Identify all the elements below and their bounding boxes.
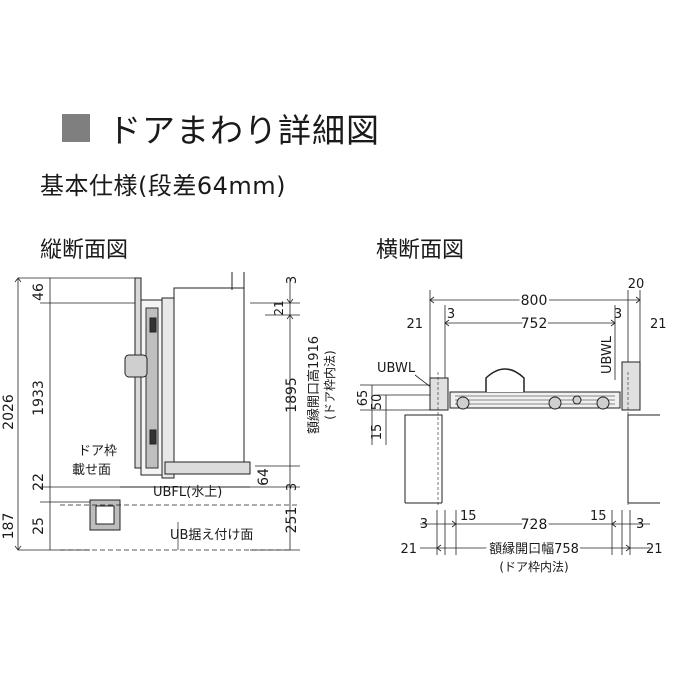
opening-height-label: 額縁開口高1916 <box>306 336 322 434</box>
dim-22: 22 <box>31 473 47 491</box>
vertical-right-dimensions <box>250 278 300 551</box>
ubwl-left-label: UBWL <box>377 361 416 376</box>
dim-251: 251 <box>284 507 300 534</box>
page-title: ドアまわり詳細図 <box>108 111 380 150</box>
frame-label-line1: ドア枠 <box>78 444 117 459</box>
ubwl-right-label: UBWL <box>600 335 615 374</box>
opening-width-label: 額縁開口幅758 <box>489 541 579 557</box>
dim-728: 728 <box>521 517 548 533</box>
dim-h-15: 15 <box>370 424 385 441</box>
frame-label-line2: 載せ面 <box>72 463 111 478</box>
page-subtitle: 基本仕様(段差64mm) <box>40 172 287 200</box>
horizontal-section: 800 20 21 3 752 3 21 UBWL UBWL 65 50 15 <box>356 277 667 574</box>
horizontal-side-dimensions <box>360 384 440 445</box>
dim-v-21: 21 <box>272 300 286 315</box>
dim-187: 187 <box>1 513 17 540</box>
dim-25: 25 <box>31 517 47 535</box>
dim-65: 65 <box>356 390 371 407</box>
ubfl-label: UBFL(水上) <box>153 485 222 500</box>
dim-1895: 1895 <box>284 377 300 413</box>
title-block: ドアまわり詳細図 <box>62 106 380 150</box>
dim-46: 46 <box>31 283 47 301</box>
dim-800: 800 <box>521 293 548 309</box>
dim-v-3-top: 3 <box>285 276 300 284</box>
dim-50: 50 <box>370 394 385 411</box>
opening-height-note: (ドア枠内法) <box>323 350 337 419</box>
horizontal-bottom-dimensions <box>420 510 650 555</box>
opening-width-note: (ドア枠内法) <box>499 560 568 574</box>
dim-b-21-left: 21 <box>400 542 417 557</box>
horizontal-section-label: 横断面図 <box>376 238 465 263</box>
ub-install-label: UB据え付け面 <box>170 528 253 543</box>
dim-64: 64 <box>256 468 272 486</box>
vertical-left-dimensions <box>14 277 140 551</box>
dim-b-15-right: 15 <box>590 509 607 524</box>
vertical-frame <box>60 272 300 551</box>
dim-b-3-left: 3 <box>420 517 428 532</box>
title-square-icon <box>62 114 90 142</box>
dim-h-3-left: 3 <box>447 307 455 322</box>
dim-h-21-left: 21 <box>406 317 423 332</box>
vertical-section-label: 縦断面図 <box>40 238 129 263</box>
vertical-section: 46 2026 1933 22 187 25 <box>1 272 337 551</box>
dim-v-3-bottom: 3 <box>285 483 300 491</box>
dim-h-20: 20 <box>628 277 645 292</box>
dim-752: 752 <box>521 316 548 332</box>
dim-b-15-left: 15 <box>460 509 477 524</box>
dim-h-3-right: 3 <box>614 307 622 322</box>
dim-b-21-right: 21 <box>646 542 663 557</box>
dim-2026: 2026 <box>1 394 17 430</box>
dim-b-3-right: 3 <box>636 517 644 532</box>
dim-h-21-right: 21 <box>650 317 667 332</box>
dim-1933: 1933 <box>31 380 47 416</box>
horizontal-structure <box>404 361 660 505</box>
